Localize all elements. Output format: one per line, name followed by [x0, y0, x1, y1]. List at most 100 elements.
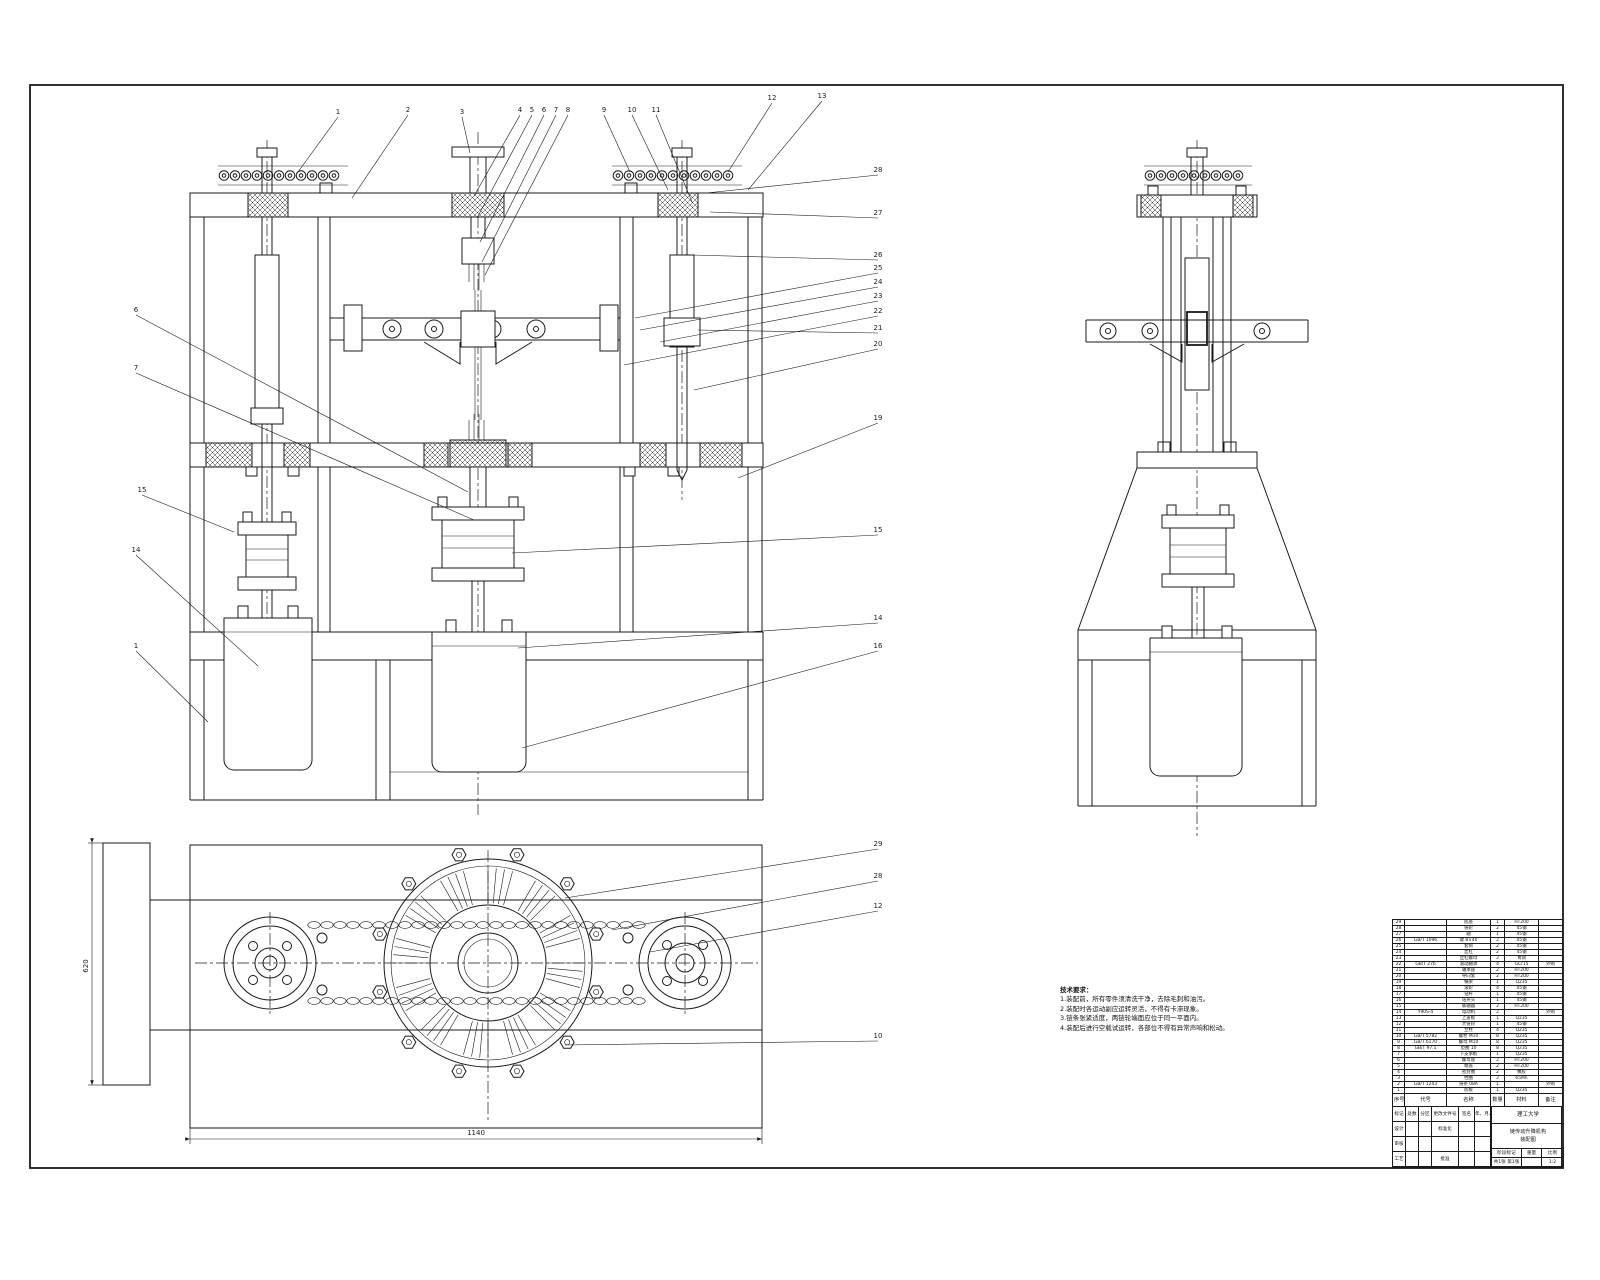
nut [245, 466, 258, 477]
motor [223, 617, 313, 771]
tool-post [451, 146, 505, 158]
flange [1136, 451, 1258, 469]
callout-number: 3 [460, 108, 464, 116]
callout-number: 4 [518, 106, 523, 114]
callout-number: 25 [874, 264, 883, 272]
nut [623, 466, 636, 477]
top-view: 1140 620 [82, 838, 763, 1144]
dim-width: 1140 [467, 1129, 485, 1137]
chain-sprocket [638, 916, 732, 1010]
callout-number: 12 [768, 94, 777, 102]
nut [667, 466, 680, 477]
bearing-block [247, 192, 289, 218]
callout-number: 27 [874, 209, 883, 217]
rim-bolt [451, 848, 467, 862]
chuck [461, 237, 495, 265]
rim-bolt [559, 1035, 575, 1049]
chain-layer [218, 165, 1252, 1078]
tb-sheet: 共1张 第1张 [1492, 1158, 1522, 1167]
tb-school: 理工大学 [1492, 1107, 1564, 1124]
callout-number: 11 [652, 106, 661, 114]
tb-weight-label: 重量 [1522, 1149, 1542, 1158]
front-view [189, 132, 764, 815]
bom-header-row: 序号代号名称数量材料备注 [1392, 1093, 1563, 1107]
callout-number: 14 [874, 614, 883, 622]
tb-subtitle: 链传动升降机构 [1509, 1128, 1547, 1135]
callout-number: 10 [874, 1032, 883, 1040]
sheet-border [29, 84, 1564, 1169]
chain-sprocket [223, 916, 317, 1010]
bearing-block [449, 439, 507, 468]
clevis [343, 304, 363, 352]
callout-number: 21 [874, 324, 883, 332]
tb-title: 装配图 [1520, 1137, 1536, 1143]
rim-bolt [509, 1064, 525, 1078]
callout-number: 10 [628, 106, 637, 114]
callout-number: 22 [874, 307, 883, 315]
callout-number: 29 [874, 840, 883, 848]
motor [431, 631, 527, 773]
callout-number: 26 [874, 251, 883, 259]
callout-number: 2 [406, 106, 410, 114]
coupling [1161, 514, 1235, 529]
callout-number: 1 [336, 108, 340, 116]
clevis [599, 304, 619, 352]
roller [382, 319, 402, 339]
rim-bolt [401, 877, 417, 891]
screw-nut [250, 407, 284, 425]
callout-number: 5 [530, 106, 534, 114]
callout-number: 19 [874, 414, 883, 422]
spindle-block [1184, 257, 1210, 391]
bearing-block [657, 192, 699, 218]
callout-number: 6 [542, 106, 547, 114]
callout-number: 20 [874, 340, 883, 348]
lead-screw [254, 254, 280, 412]
rim-bolt [509, 848, 525, 862]
side-view [1077, 140, 1317, 836]
rim-bolt [588, 985, 604, 999]
tb-scale-value: 1:2 [1542, 1158, 1564, 1167]
dim-height: 620 [82, 959, 90, 972]
callout-number: 1 [134, 642, 138, 650]
callout-number: 13 [818, 92, 827, 100]
callout-number: 9 [602, 106, 606, 114]
callout-number: 7 [554, 106, 558, 114]
large-sprocket [383, 858, 593, 1068]
callout-number: 28 [874, 166, 883, 174]
rim-bolt [588, 927, 604, 941]
callout-number: 16 [874, 642, 883, 650]
rim-bolt [372, 927, 388, 941]
callout-number: 8 [566, 106, 570, 114]
nut [319, 182, 333, 194]
rim-bolt [401, 1035, 417, 1049]
rim-bolt [559, 877, 575, 891]
nut [624, 182, 638, 194]
rim-bolt [451, 1064, 467, 1078]
motor [1149, 637, 1243, 777]
roller [424, 319, 444, 339]
coupling [237, 521, 297, 536]
callout-number: 28 [874, 872, 883, 880]
coupling [431, 506, 525, 521]
roller [526, 319, 546, 339]
tb-scale-label: 比例 [1542, 1149, 1564, 1158]
rim-bolt [372, 985, 388, 999]
callout-number: 24 [874, 278, 883, 286]
notes-list: 1.装配前，所有零件须清洗干净，去除毛刺和油污。2.装配时各运动副应运转灵活，不… [1060, 995, 1229, 1032]
tb-stage-label: 阶段标记 [1492, 1149, 1522, 1158]
nut [287, 466, 300, 477]
callout-number: 15 [874, 526, 883, 534]
nut-housing [460, 310, 496, 348]
callout-number: 12 [874, 902, 883, 910]
tech-notes: 技术要求： 1.装配前，所有零件须清洗干净，去除毛刺和油污。2.装配时各运动副应… [1060, 986, 1260, 1033]
